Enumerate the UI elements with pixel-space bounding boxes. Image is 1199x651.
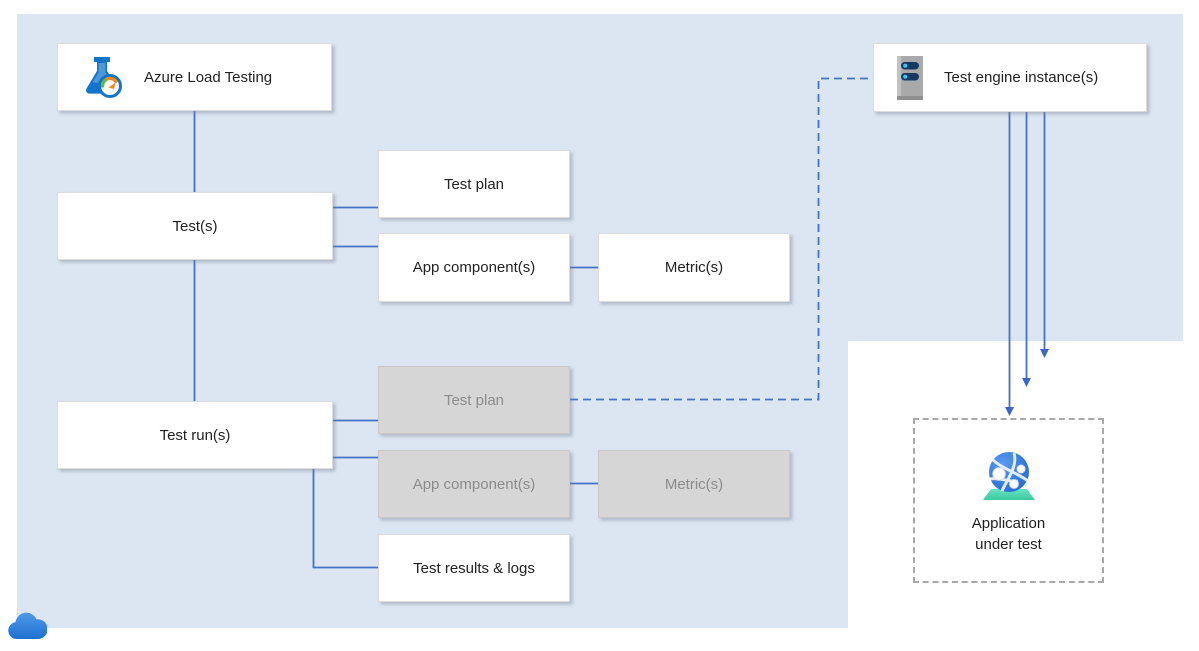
node-label: App component(s) [412,475,536,493]
node-test-runs: Test run(s) [57,401,333,469]
node-label: Metric(s) [664,259,724,276]
node-tests: Test(s) [57,192,333,260]
web-app-globe-icon [982,451,1035,500]
node-application-under-test: Application under test [913,418,1104,583]
node-azure-load-testing: Azure Load Testing [57,43,332,111]
server-icon [897,55,923,100]
azure-cloud-icon [8,612,47,640]
node-label: Azure Load Testing [144,68,273,86]
node-app-components-config: App component(s) [378,233,570,302]
load-testing-flask-icon [86,57,122,98]
node-label: App component(s) [412,259,536,276]
node-test-plan-run: Test plan [378,366,570,434]
node-test-results-logs: Test results & logs [378,534,570,602]
node-label: Application under test [971,514,1046,553]
node-label: Metric(s) [664,475,724,493]
node-label: Test plan [443,391,505,409]
node-metrics-run: Metric(s) [598,450,790,518]
node-metrics-config: Metric(s) [598,233,790,302]
node-label: Test(s) [172,217,218,235]
node-label: Test run(s) [159,426,231,444]
node-test-plan-config: Test plan [378,150,570,218]
node-label: Test results & logs [413,559,535,577]
node-label: Test plan [443,175,505,193]
node-test-engine-instances: Test engine instance(s) [873,43,1147,112]
node-label: Test engine instance(s) [944,69,1099,86]
node-app-components-run: App component(s) [378,450,570,518]
